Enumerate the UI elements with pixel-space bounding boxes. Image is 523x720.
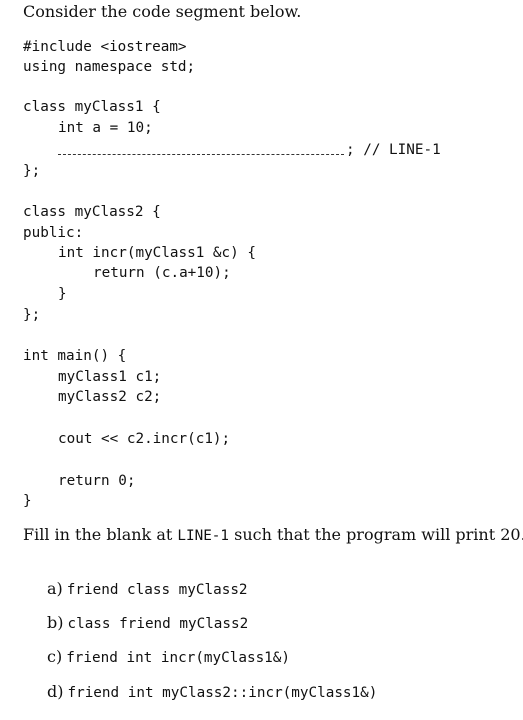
code-line: };: [23, 307, 41, 323]
code-line: int incr(myClass1 &c) {: [58, 245, 256, 261]
question-text: Fill in the blank at LINE-1 such that th…: [23, 525, 523, 544]
option-c[interactable]: c) friend int incr(myClass1&): [47, 647, 290, 666]
code-line: };: [23, 163, 41, 179]
code-line: }: [58, 286, 67, 302]
option-b[interactable]: b) class friend myClass2: [47, 613, 249, 632]
code-line: #include <iostream>: [23, 39, 187, 55]
code-line: int main() {: [23, 348, 127, 364]
code-line: myClass1 c1;: [58, 369, 162, 385]
code-line: class myClass1 {: [23, 99, 161, 115]
option-a[interactable]: a) friend class myClass2: [47, 579, 248, 598]
intro-text: Consider the code segment below.: [23, 2, 302, 21]
code-line: }: [23, 493, 32, 509]
code-line: int a = 10;: [58, 120, 153, 136]
code-line-blank: ; // LINE-1: [58, 141, 441, 159]
code-line: return 0;: [58, 473, 136, 489]
question-page: Consider the code segment below. #includ…: [23, 2, 523, 701]
code-line: using namespace std;: [23, 59, 196, 75]
fill-in-blank: [58, 145, 344, 155]
line-1-marker: ; // LINE-1: [346, 142, 441, 158]
option-d[interactable]: d) friend int myClass2::incr(myClass1&): [47, 682, 378, 701]
code-line: cout << c2.incr(c1);: [58, 431, 231, 447]
code-line: return (c.a+10);: [93, 265, 231, 281]
code-line: myClass2 c2;: [58, 389, 162, 405]
code-line: class myClass2 {: [23, 204, 161, 220]
code-line: public:: [23, 225, 84, 241]
